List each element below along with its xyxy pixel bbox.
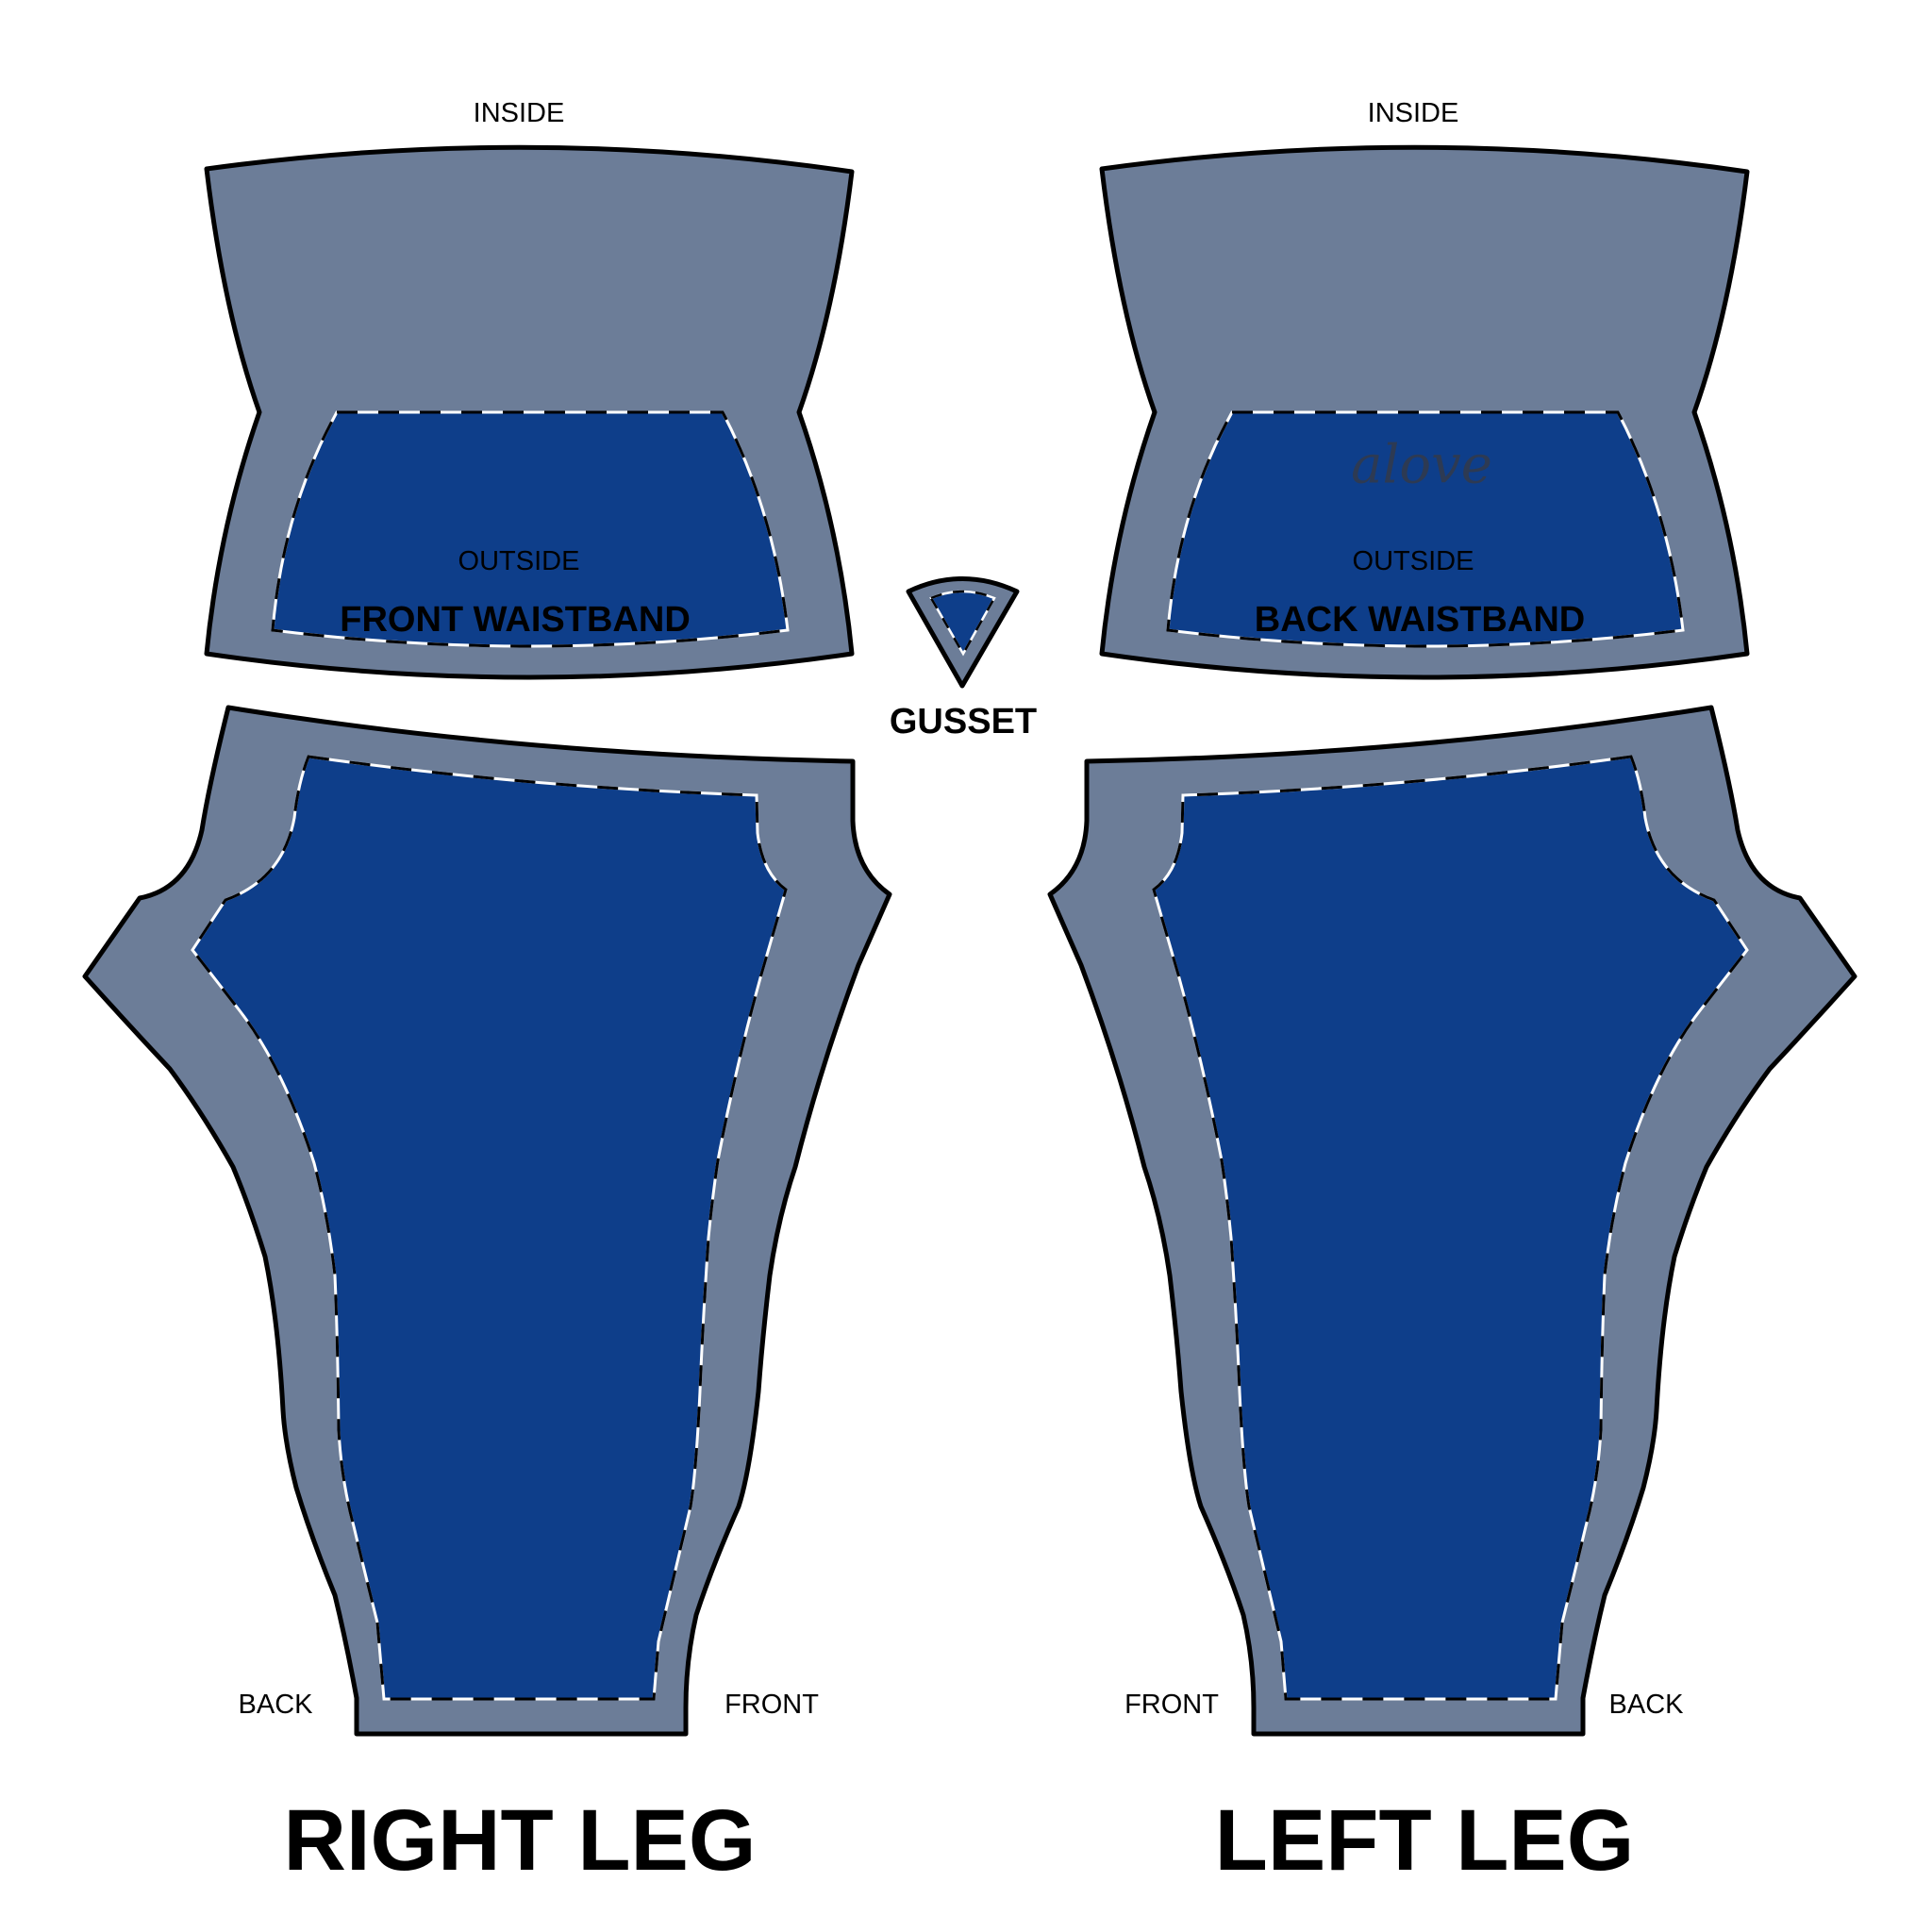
gusset-title: GUSSET <box>889 702 1038 741</box>
right-leg-front-label: FRONT <box>724 1690 819 1720</box>
gusset-piece[interactable] <box>908 579 1017 687</box>
left-leg-front-label: FRONT <box>1124 1690 1219 1720</box>
front-waistband-piece[interactable] <box>207 147 852 677</box>
back-waistband-piece[interactable] <box>1102 147 1747 677</box>
right-leg-back-label: BACK <box>238 1690 313 1720</box>
left-leg-piece[interactable] <box>1050 708 1855 1734</box>
back-waistband-inside-label: INSIDE <box>1367 98 1459 128</box>
front-waistband-outside-label: OUTSIDE <box>458 546 580 576</box>
left-leg-title: LEFT LEG <box>1214 1792 1635 1889</box>
alove-watermark: alove <box>1351 434 1492 496</box>
back-waistband-outside-label: OUTSIDE <box>1352 546 1474 576</box>
right-leg-title: RIGHT LEG <box>283 1792 757 1889</box>
right-leg-piece[interactable] <box>85 708 890 1734</box>
back-waistband-title: BACK WAISTBAND <box>1254 600 1586 640</box>
front-waistband-inside-label: INSIDE <box>473 98 565 128</box>
left-leg-back-label: BACK <box>1608 1690 1684 1720</box>
front-waistband-title: FRONT WAISTBAND <box>340 600 691 640</box>
